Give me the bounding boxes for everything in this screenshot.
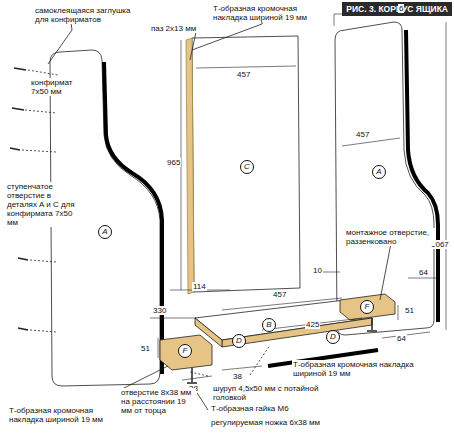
annotation: Т-образная гайка М6 <box>210 404 290 413</box>
annotation: Т-образная кромочная накладка шириной 19… <box>292 360 444 378</box>
annotation: регулируемая ножка 6х38 мм <box>210 418 321 427</box>
annotation: 64 <box>418 268 429 277</box>
annotation: 51 <box>140 344 151 353</box>
callout-letter: D <box>232 334 246 348</box>
callout-letter: A <box>372 165 386 179</box>
foot-block <box>160 335 212 370</box>
annotation: 965 <box>166 158 181 167</box>
annotation: 51 <box>404 306 415 315</box>
annotation: 457 <box>272 290 287 299</box>
callout-letter: A <box>98 225 112 239</box>
callout-letter: D <box>326 330 340 344</box>
callout-letter: B <box>262 318 276 332</box>
annotation: Т-образная кромочная накладка шириной 19… <box>212 4 319 22</box>
edge-banding <box>104 62 162 374</box>
annotation: 114 <box>192 282 207 291</box>
annotation: конфирмат 7х50 мм <box>30 78 92 96</box>
annotation: 457 <box>236 70 251 79</box>
annotation: паз 2х13 мм <box>150 24 197 33</box>
foot-block <box>340 294 395 320</box>
side-panel <box>335 22 434 335</box>
callout-letter: F <box>178 344 192 358</box>
groove-strip <box>186 38 194 294</box>
annotation: отверстие 8х38 мм на расстоянии 19 мм от… <box>120 388 196 415</box>
callout-letter: F <box>360 300 374 314</box>
annotation: 38 <box>232 372 243 381</box>
annotation: 457 <box>355 130 370 139</box>
annotation: самоклеящаяся заглушка для конфирматов <box>34 6 146 24</box>
annotation: шуруп 4,5х50 мм с потайной головкой <box>212 384 354 402</box>
annotation: 10 <box>312 266 323 275</box>
rail <box>222 318 372 347</box>
annotation: 64 <box>396 334 407 343</box>
annotation: монтажное отверстие, раззенковано <box>345 228 435 246</box>
annotation: ступенчатое отверстие в деталях A и C дл… <box>6 182 80 227</box>
callout-letter: C <box>240 160 254 174</box>
annotation: 425 <box>305 320 320 329</box>
annotation: Т-образная кромочная накладка шириной 19… <box>8 406 118 424</box>
leader-line <box>48 12 392 410</box>
back-panel <box>192 36 300 292</box>
dimension-line <box>150 14 446 380</box>
annotation: 6 <box>398 4 404 13</box>
annotation: 330 <box>152 306 167 315</box>
